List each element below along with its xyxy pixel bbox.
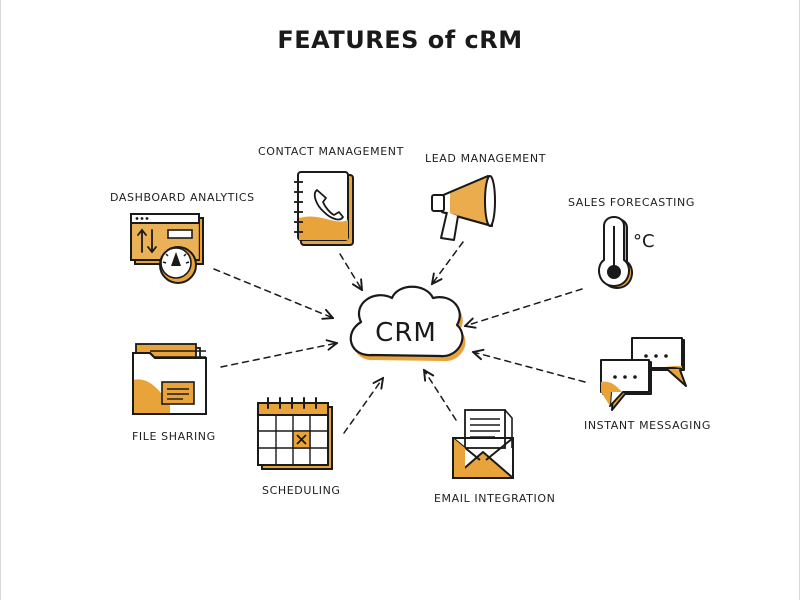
address-book-icon [294,171,354,246]
arrow-scheduling [343,378,383,434]
feature-label-contact-management: CONTACT MANAGEMENT [258,145,404,158]
arrow-file-sharing [220,343,337,368]
thermometer-icon: °C [597,216,655,289]
left-edge-line [0,0,1,600]
celsius-unit: °C [633,231,655,252]
crm-cloud [349,285,466,362]
arrow-instant-messaging [473,352,586,383]
diagram-title: FEATURES of cRM [277,26,523,54]
chat-bubbles-icon [600,337,687,411]
arrow-contact-management [339,253,362,290]
feature-label-scheduling: SCHEDULING [262,484,341,497]
envelope-icon [452,409,514,479]
arrow-email-integration [424,370,457,421]
dashboard-gauge-icon [130,213,204,284]
arrow-lead-management [432,241,464,284]
feature-label-file-sharing: FILE SHARING [132,430,216,443]
feature-label-instant-messaging: INSTANT MESSAGING [584,419,711,432]
center-label: CRM [375,318,437,348]
feature-label-dashboard-analytics: DASHBOARD ANALYTICS [110,191,255,204]
feature-label-email-integration: EMAIL INTEGRATION [434,492,556,505]
arrow-sales-forecasting [465,288,583,326]
arrow-dashboard-analytics [213,268,333,318]
feature-label-sales-forecasting: SALES FORECASTING [568,196,695,209]
folder-icon [132,343,207,415]
calendar-icon [257,397,333,470]
megaphone-icon [431,175,496,241]
feature-label-lead-management: LEAD MANAGEMENT [425,152,547,165]
